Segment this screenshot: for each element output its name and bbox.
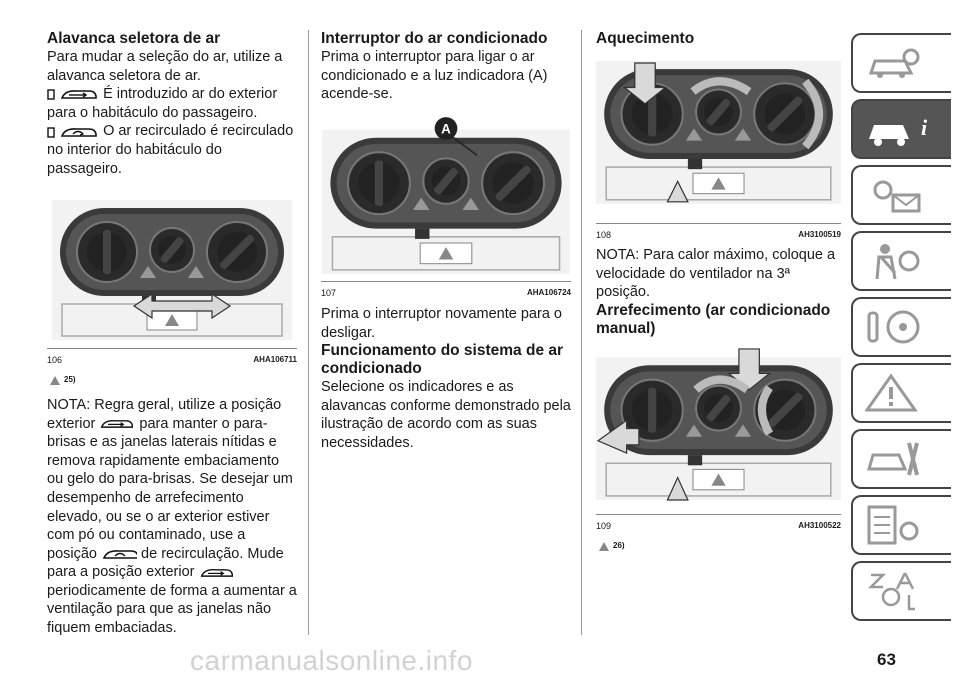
section-heading-ac-operation: Funcionamento do sistema de ar condicion… — [321, 342, 564, 378]
tab-car-search[interactable] — [851, 33, 951, 93]
figure-caption: 109 AH3100522 — [596, 513, 841, 536]
small-lever-icon — [47, 89, 55, 101]
cooling-panel-illustration — [596, 348, 841, 501]
note-recirculation: NOTA: Regra geral, utilize a posição ext… — [47, 396, 297, 637]
column-divider — [581, 30, 582, 635]
page-number: 63 — [877, 650, 896, 669]
left-arrow-icon — [596, 419, 640, 454]
section-heading-heating: Aquecimento — [596, 30, 695, 47]
figure-caption: 107 AHA106724 — [321, 281, 571, 303]
steering-key-icon — [867, 310, 920, 344]
svg-text:i: i — [921, 115, 928, 140]
heating-note: NOTA: Para calor máximo, coloque a veloc… — [596, 247, 836, 301]
ac-switch-off-text: Prima o interruptor novamente para o des… — [321, 305, 562, 341]
chapter-tabs: i — [851, 33, 951, 627]
seatbelt-airbag-icon — [875, 244, 920, 280]
fresh-air-item: É introduzido ar do exterior para o habi… — [47, 86, 278, 121]
fresh-air-icon — [99, 417, 135, 430]
recirculation-icon — [102, 550, 138, 560]
figure-106: 106 AHA106711 — [47, 200, 297, 369]
double-arrow-icon — [132, 293, 232, 320]
column-divider — [308, 30, 309, 635]
tab-steering-key[interactable] — [851, 297, 951, 357]
tab-car-tools[interactable] — [851, 429, 951, 489]
column-middle: Interruptor do ar condicionado Prima o i… — [321, 30, 571, 453]
figure-109: 109 AH3100522 — [596, 346, 841, 535]
up-arrow-icon — [666, 180, 689, 203]
lights-mail-icon — [873, 180, 921, 213]
section-heading-cooling: Arrefecimento (ar condicionado manual) — [596, 301, 831, 337]
fresh-air-icon — [199, 566, 235, 579]
column-left: Alavanca seletora de ar Para mudar a sel… — [47, 30, 297, 638]
tab-seatbelt-airbag[interactable] — [851, 231, 951, 291]
down-arrow-icon — [622, 62, 668, 105]
tab-warning[interactable] — [851, 363, 951, 423]
up-arrow-icon — [666, 476, 689, 501]
callout-a-label: A — [441, 121, 451, 136]
figure-caption: 108 AH3100519 — [596, 222, 841, 245]
warning-reference: 25) — [49, 371, 297, 390]
figure-108: 108 AH3100519 — [596, 60, 841, 244]
heating-panel-illustration — [596, 60, 841, 204]
tab-alphabet-index[interactable] — [851, 561, 951, 621]
control-panel-illustration — [47, 200, 297, 340]
recirculation-icon — [60, 127, 97, 137]
control-panel-illustration: A — [322, 113, 570, 274]
alphabet-index-icon — [867, 572, 915, 611]
ac-switch-intro: Prima o interruptor para ligar o ar cond… — [321, 49, 548, 103]
figure-107: A 107 AHA106724 — [321, 113, 571, 303]
column-right: Aquecimento 108 AH3100519 NOTA: Para cal… — [596, 30, 841, 562]
warning-triangle-icon — [599, 541, 609, 551]
warning-triangle-icon — [865, 373, 918, 412]
section-heading-air-selector: Alavanca seletora de ar — [47, 30, 221, 47]
down-arrow-icon — [726, 348, 772, 391]
watermark: carmanualsonline.info — [190, 645, 473, 676]
warning-triangle-icon — [50, 376, 60, 386]
callout-a-marker — [434, 116, 458, 140]
section-heading-ac-switch: Interruptor do ar condicionado — [321, 30, 548, 47]
recirc-air-item: O ar recirculado é recirculado no interi… — [47, 123, 294, 177]
car-search-icon — [868, 48, 920, 78]
warning-reference: 26) — [598, 537, 841, 556]
car-info-icon: i — [869, 115, 928, 146]
ac-operation-text: Selecione os indicadores e as alavancas … — [321, 379, 571, 451]
checklist-gear-icon — [867, 505, 919, 545]
figure-caption: 106 AHA106711 — [47, 347, 297, 370]
air-selector-intro: Para mudar a seleção do ar, utilize a al… — [47, 49, 283, 84]
car-tools-icon — [867, 442, 919, 476]
tab-car-info[interactable]: i — [851, 99, 951, 159]
tab-checklist-gear[interactable] — [851, 495, 951, 555]
small-lever-icon — [47, 126, 55, 138]
tab-lights-mail[interactable] — [851, 165, 951, 225]
fresh-air-icon — [59, 87, 99, 101]
